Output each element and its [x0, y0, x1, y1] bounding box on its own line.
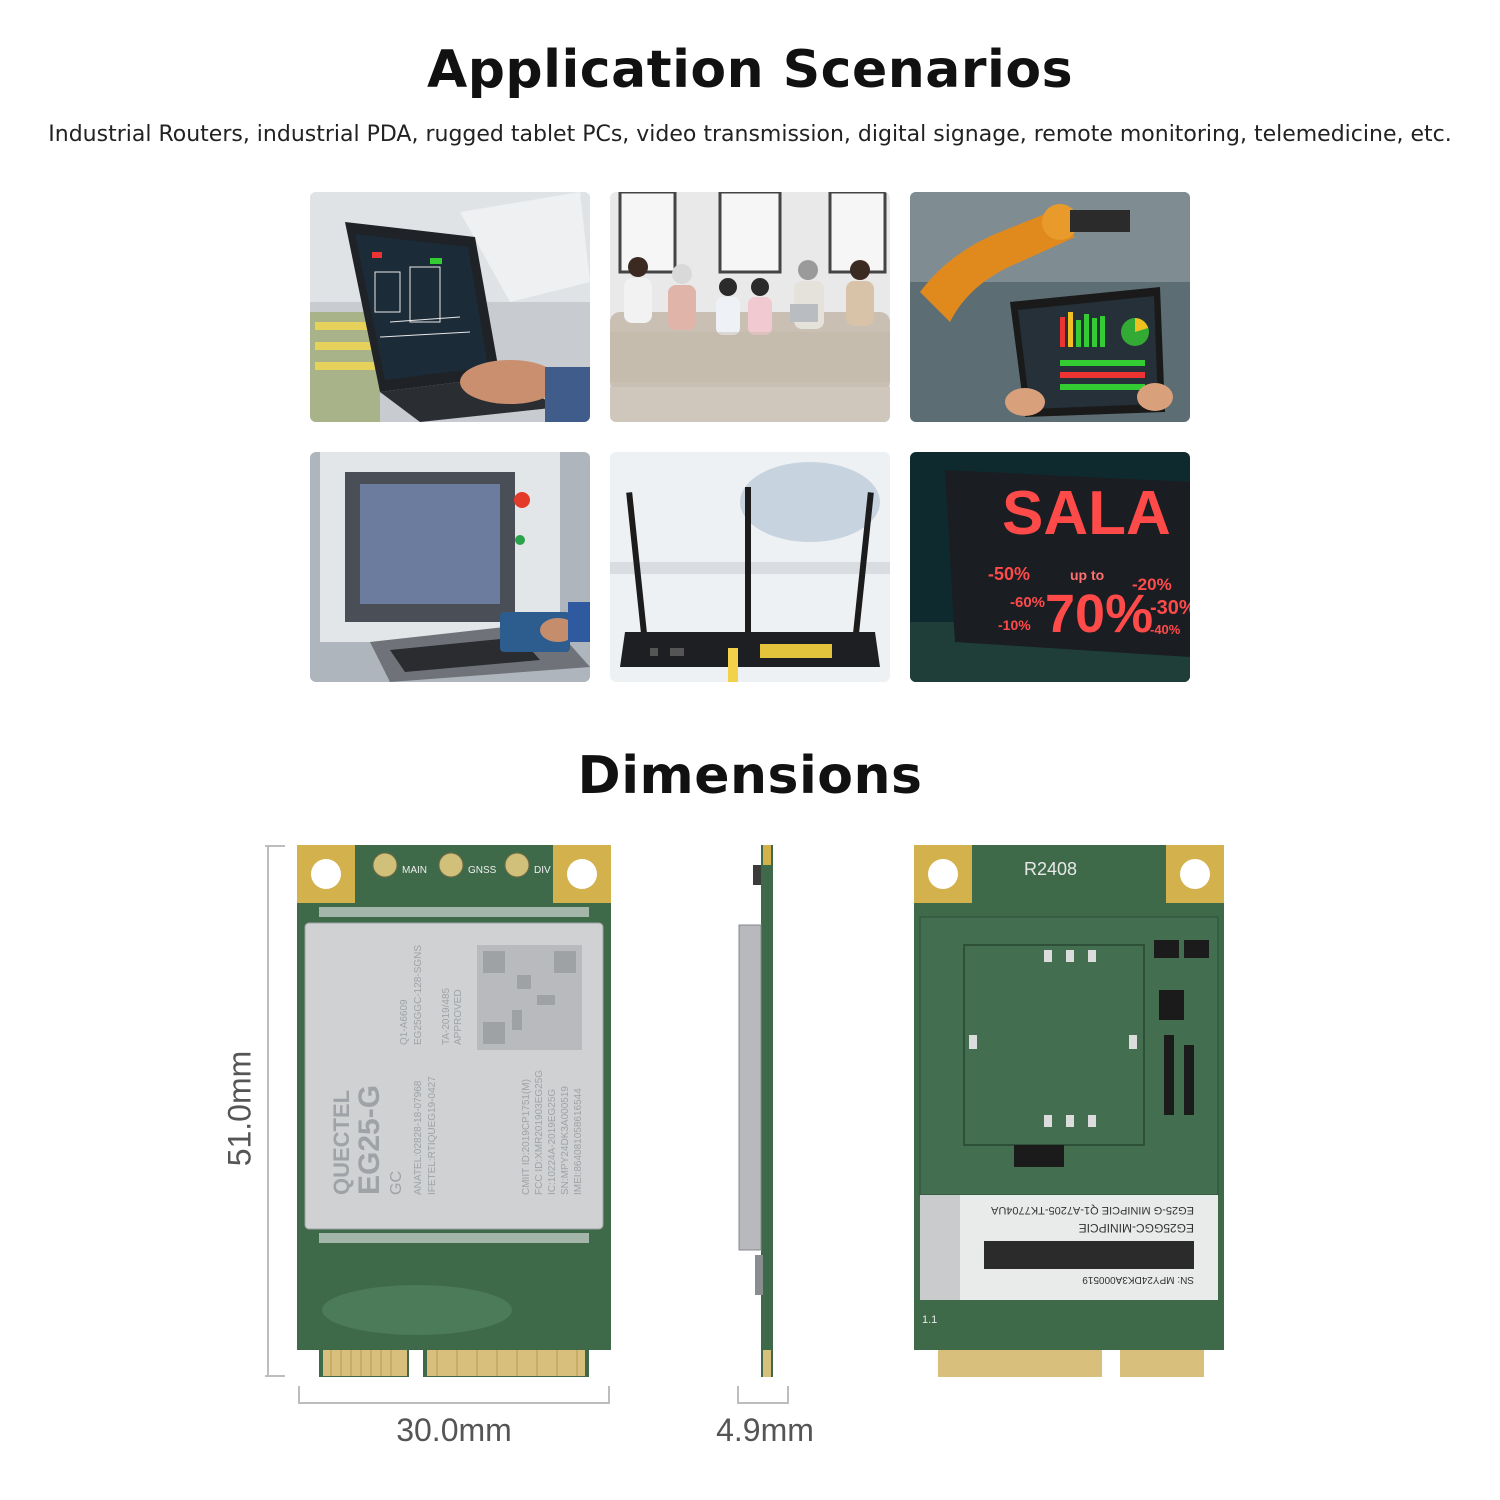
width-dimension-cap-left	[298, 1386, 300, 1404]
front-board-id-4: SN:MPY24DK3A000519	[560, 1086, 571, 1195]
front-board-sub: GC	[388, 1171, 405, 1195]
barcode	[984, 1241, 1194, 1269]
sign-d1: -50%	[988, 564, 1030, 584]
height-dimension-cap-bottom	[265, 1375, 285, 1377]
ant-label-main: MAIN	[402, 865, 427, 876]
back-board: R2408 SN: MPY24DK3A000519 EG25GGC-MINIPC…	[914, 845, 1224, 1377]
tile-robot-tablet	[910, 192, 1190, 422]
industrial-kiosk-image	[310, 452, 590, 682]
front-board-model: EG25-G	[353, 1085, 386, 1195]
tile-family-devices	[610, 192, 890, 422]
width-dimension-cap-right	[608, 1386, 610, 1404]
front-board-line-4: Q1-A6609	[399, 999, 410, 1045]
height-label: 51.0mm	[221, 1050, 258, 1167]
front-board-image: MAIN GNSS DIV QUECTEL EG25-G GC ANATEL:0…	[297, 845, 611, 1377]
industrial-laptop-image	[310, 192, 590, 422]
thickness-dimension-cap-left	[737, 1386, 739, 1404]
ant-label-gnss: GNSS	[468, 865, 497, 876]
digital-signage-image: SALA up to 70% -50% -60% -10% -20% -30% …	[910, 452, 1190, 682]
application-title: Application Scenarios	[426, 40, 1074, 100]
wifi-router-image	[610, 452, 890, 682]
front-board-id-5: IMEI:864081058616544	[573, 1088, 584, 1195]
width-label: 30.0mm	[396, 1412, 512, 1448]
front-board-id-2: FCC ID:XMR201903EG25G	[534, 1070, 545, 1195]
front-board-line-3: EG25GGC-128-SGNS	[413, 945, 424, 1045]
sign-upto: up to	[1070, 567, 1104, 583]
robot-tablet-image	[910, 192, 1190, 422]
front-board-line-5: TA-2019/485	[441, 987, 452, 1045]
front-board-line-6: APPROVED	[453, 989, 464, 1045]
tile-wifi-router	[610, 452, 890, 682]
front-board-id-3: IC:10224A-2019EG25G	[547, 1089, 558, 1195]
family-devices-image	[610, 192, 890, 422]
sign-d6: -40%	[1150, 622, 1181, 637]
height-dimension-cap-top	[265, 845, 285, 847]
ant-label-div: DIV	[534, 865, 551, 876]
front-board-line-2: IFETEL:RTIQUEG19-0427	[427, 1076, 438, 1195]
tile-industrial-laptop	[310, 192, 590, 422]
back-label-sn: SN: MPY24DK3A000519	[1082, 1274, 1194, 1285]
front-board: MAIN GNSS DIV QUECTEL EG25-G GC ANATEL:0…	[297, 845, 611, 1377]
back-label-line-2: EG25-G MINIPCIE Q1-A7205-TK7704UA	[990, 1204, 1194, 1216]
tile-digital-signage: SALA up to 70% -50% -60% -10% -20% -30% …	[910, 452, 1190, 682]
side-profile	[737, 845, 777, 1377]
thickness-label: 4.9mm	[716, 1412, 814, 1448]
thickness-dimension-line	[737, 1402, 789, 1404]
scenario-grid: SALA up to 70% -50% -60% -10% -20% -30% …	[310, 192, 1190, 682]
side-profile-image	[738, 845, 773, 1377]
dimensions-title: Dimensions	[577, 746, 923, 806]
application-subtitle: Industrial Routers, industrial PDA, rugg…	[48, 122, 1452, 147]
tile-industrial-kiosk	[310, 452, 590, 682]
back-label-line-1: EG25GGC-MINIPCIE	[1079, 1221, 1194, 1235]
back-board-rev: 1.1	[922, 1314, 937, 1326]
back-board-image: R2408 SN: MPY24DK3A000519 EG25GGC-MINIPC…	[914, 845, 1224, 1377]
height-dimension-line	[267, 845, 269, 1376]
back-board-code: R2408	[1024, 859, 1077, 879]
sign-d3: -10%	[998, 617, 1031, 633]
front-board-id-1: CMIIT ID:2019CP1751(M)	[521, 1079, 532, 1195]
front-board-line-1: ANATEL:02828-18-07968	[413, 1080, 424, 1195]
front-board-brand: QUECTEL	[329, 1090, 354, 1195]
width-dimension-line	[298, 1402, 610, 1404]
thickness-dimension-cap-right	[787, 1386, 789, 1404]
sign-d5: -30%	[1150, 597, 1190, 619]
sign-headline: SALA	[1002, 479, 1171, 548]
sign-big: 70%	[1045, 584, 1153, 644]
sign-d4: -20%	[1132, 575, 1172, 594]
sign-d2: -60%	[1010, 594, 1045, 611]
